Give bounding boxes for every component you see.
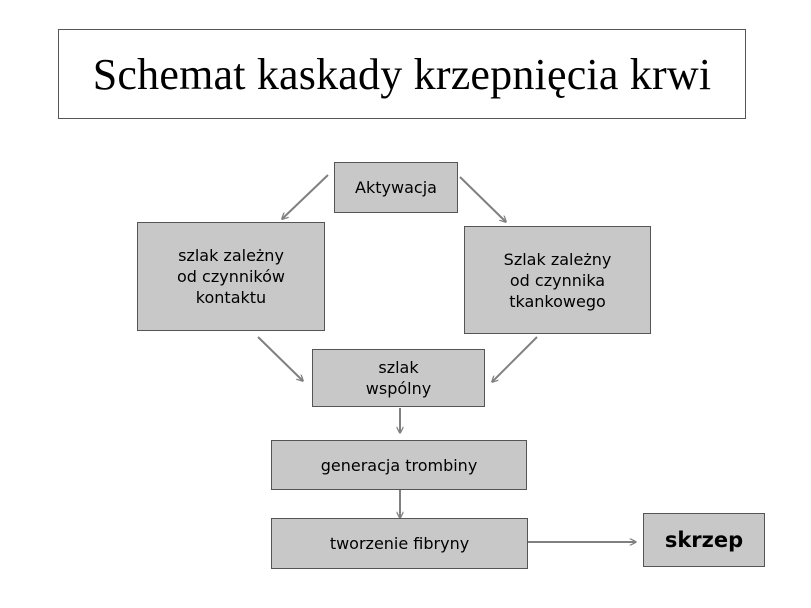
node-tissue-pathway: Szlak zależny od czynnika tkankowego: [464, 226, 651, 334]
node-common-pathway: szlak wspólny: [312, 349, 485, 407]
diagram-title: Schemat kaskady krzepnięcia krwi: [92, 49, 712, 99]
arrow-activation-to-tissue: [459, 176, 506, 222]
arrow-contact-to-common: [257, 336, 303, 381]
node-fibrin-formation: tworzenie fibryny: [271, 518, 528, 569]
node-clot: skrzep: [643, 513, 765, 567]
node-activation: Aktywacja: [334, 162, 458, 213]
node-clot-label: skrzep: [664, 527, 744, 552]
title-box: Schemat kaskady krzepnięcia krwi: [58, 29, 746, 119]
node-tissue-pathway-label: Szlak zależny od czynnika tkankowego: [503, 249, 612, 311]
node-thrombin-generation: generacja trombiny: [271, 440, 527, 490]
node-contact-pathway: szlak zależny od czynników kontaktu: [137, 222, 325, 331]
arrow-activation-to-contact: [282, 174, 329, 219]
node-thrombin-generation-label: generacja trombiny: [320, 455, 478, 475]
arrow-tissue-to-common: [492, 336, 538, 382]
node-activation-label: Aktywacja: [355, 178, 437, 197]
node-common-pathway-label: szlak wspólny: [365, 358, 432, 398]
node-fibrin-formation-label: tworzenie fibryny: [329, 534, 470, 553]
node-contact-pathway-label: szlak zależny od czynników kontaktu: [177, 246, 285, 307]
